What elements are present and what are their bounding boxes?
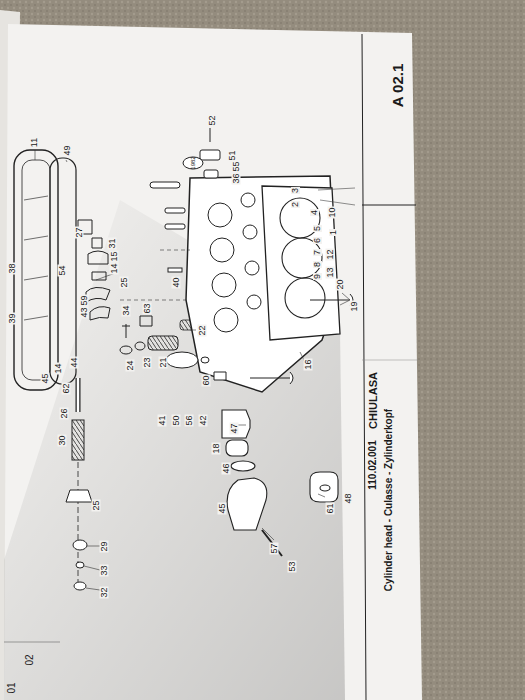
- callout-number: 11: [31, 136, 40, 147]
- callout-number: 38: [7, 262, 16, 274]
- callout-number: 21: [158, 356, 167, 368]
- callout-number: 12: [325, 248, 334, 260]
- group-number: 110.02.001: [368, 440, 378, 490]
- page-number: 01: [7, 682, 17, 693]
- callout-number: 40: [171, 276, 180, 288]
- part-name: CHIULASA: [368, 372, 379, 429]
- callout-number: 47: [229, 422, 238, 434]
- callout-number: 10: [327, 206, 336, 218]
- callout-number: 25: [91, 499, 100, 511]
- callout-number: 14: [109, 262, 118, 274]
- callout-number: 23: [142, 356, 151, 368]
- callout-number: 33: [99, 564, 108, 576]
- callout-number: 54: [57, 264, 66, 276]
- callout-number: 55: [231, 160, 240, 172]
- callout-number: 22: [197, 324, 206, 336]
- callout-number: 51: [227, 149, 236, 161]
- callout-number: 53: [287, 560, 296, 572]
- callout-number: 9: [313, 272, 322, 279]
- callout-number: 39: [7, 312, 16, 324]
- callout-number: 4: [310, 208, 319, 215]
- callout-number: 34: [121, 304, 130, 316]
- sheet-code: A 02.1: [390, 63, 405, 107]
- callout-number: 62: [61, 382, 70, 394]
- callout-number: 24: [125, 359, 134, 371]
- callout-number: 13: [325, 266, 334, 278]
- page-number: 02: [25, 654, 35, 665]
- callout-number: 1: [329, 228, 338, 235]
- callout-number: 61: [325, 502, 334, 514]
- callout-number: 57: [269, 542, 278, 554]
- callout-number: 56: [184, 414, 193, 426]
- callout-number: 59: [79, 294, 88, 306]
- stamp-year: 1982: [190, 156, 196, 169]
- callout-number: 41: [157, 414, 166, 426]
- callout-number: 6: [313, 236, 322, 243]
- callout-number: 45: [217, 502, 226, 514]
- callout-number: 15: [109, 250, 118, 262]
- callout-number: 19: [349, 300, 358, 312]
- callout-number: 50: [171, 414, 180, 426]
- callout-number: 31: [107, 237, 116, 249]
- callout-number: 8: [313, 260, 322, 267]
- title-text: Cylinder head - Culasse - Zylinderkopf: [384, 409, 394, 591]
- callout-number: 46: [221, 462, 230, 474]
- callout-number: 30: [57, 434, 66, 446]
- callout-number: 29: [99, 540, 108, 552]
- callout-number: 2: [291, 200, 300, 207]
- callout-number: 44: [69, 356, 78, 368]
- callout-number: 32: [99, 586, 108, 598]
- callout-number: 26: [59, 407, 68, 419]
- callout-number: 18: [211, 442, 220, 454]
- callout-number: 45: [40, 372, 49, 384]
- callout-number: 48: [343, 492, 352, 504]
- callout-number: 16: [303, 358, 312, 370]
- callout-number: 52: [207, 114, 216, 126]
- callout-number: 25: [119, 276, 128, 288]
- callout-number: 5: [313, 224, 322, 231]
- callout-number: 3: [291, 186, 300, 193]
- callout-number: 60: [201, 374, 210, 386]
- callout-number: 49: [62, 144, 71, 156]
- callout-number: 63: [142, 302, 151, 314]
- callout-number: 36: [231, 172, 240, 184]
- callout-number: 27: [74, 226, 83, 238]
- callout-number: 14: [53, 362, 62, 374]
- callout-number: 43: [79, 306, 88, 318]
- callout-number: 20: [335, 278, 344, 290]
- callout-number: 7: [313, 248, 322, 255]
- callout-number: 42: [198, 414, 207, 426]
